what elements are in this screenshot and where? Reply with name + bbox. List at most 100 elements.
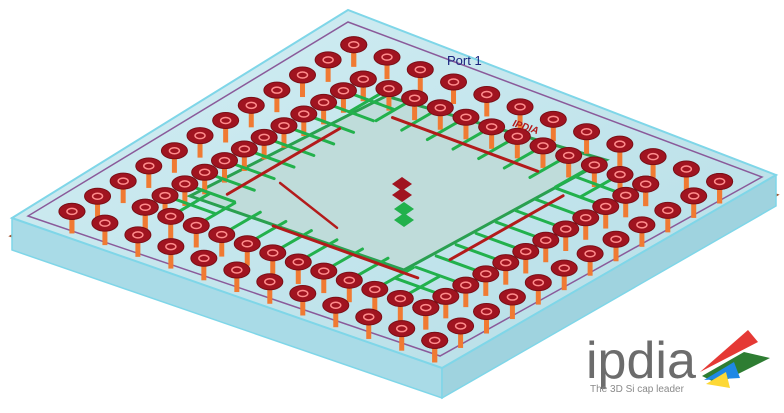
bond-pad (506, 98, 534, 116)
via-post (351, 44, 357, 67)
bond-pad (472, 265, 500, 283)
via-post (412, 98, 418, 121)
pad-ring (558, 264, 570, 272)
via-post (346, 280, 352, 303)
via-post (325, 59, 331, 82)
via-post (321, 271, 327, 294)
via-post (300, 293, 306, 316)
via-post (417, 69, 423, 92)
pad-ring (440, 292, 452, 301)
pad-ring (447, 78, 460, 86)
pad-ring (414, 65, 427, 74)
pad-ring (267, 249, 279, 257)
bond-pad (532, 231, 560, 249)
bond-pad (632, 175, 660, 193)
via-post (219, 234, 225, 257)
via-post (171, 150, 177, 173)
pad-ring (579, 214, 592, 222)
bond-pad (672, 160, 700, 178)
pad-ring (647, 152, 659, 161)
pad-ring (99, 219, 111, 227)
via-post (248, 105, 254, 128)
pad-ring (713, 177, 726, 186)
bond-pad (628, 216, 656, 234)
pad-ring (460, 281, 472, 289)
pad-ring (485, 123, 498, 131)
bond-pad (91, 214, 119, 232)
via-post (517, 106, 523, 129)
bond-pad (135, 157, 163, 175)
brand-logo: ipdia The 3D Si cap leader (586, 330, 770, 395)
via-post (617, 144, 623, 167)
via-post (691, 195, 697, 218)
bond-pad (498, 288, 526, 306)
pad-ring (165, 242, 177, 251)
via-post (321, 102, 327, 125)
via-post (333, 305, 339, 328)
bond-pad (157, 238, 185, 256)
pad-ring (511, 132, 524, 141)
marker-green-2 (394, 213, 414, 227)
brand-swoosh-icon (700, 330, 770, 388)
via-post (443, 296, 449, 319)
pad-ring (278, 121, 290, 130)
pad-ring (318, 267, 330, 275)
via-post (563, 229, 569, 252)
via-post (535, 282, 541, 305)
via-post (261, 137, 267, 160)
pad-ring (599, 202, 612, 211)
bond-pad (151, 187, 179, 205)
signal-trace (271, 224, 420, 280)
bond-pad (208, 226, 236, 244)
via-post (301, 114, 307, 137)
pad-ring (347, 40, 360, 49)
pad-ring (614, 170, 626, 179)
pad-ring (66, 207, 78, 216)
bond-pad (503, 127, 531, 145)
via-post (168, 216, 174, 239)
via-post (566, 155, 572, 178)
bond-pad (186, 127, 214, 145)
pad-ring (164, 212, 177, 221)
bond-pad (478, 118, 506, 136)
via-group (69, 44, 723, 363)
bond-pad (452, 276, 480, 294)
via-post (197, 135, 203, 158)
via-post (274, 90, 280, 113)
bond-pad (310, 262, 338, 280)
via-post (437, 107, 443, 130)
via-post (509, 297, 515, 320)
bond-pad (440, 73, 468, 91)
via-post (162, 195, 168, 218)
via-post (386, 88, 392, 111)
bond-pad (529, 137, 557, 155)
pad-ring (264, 278, 276, 286)
bond-pad (237, 96, 265, 114)
via-post (146, 165, 152, 188)
bond-pad (552, 220, 580, 238)
via-post (543, 240, 549, 263)
via-post (182, 183, 188, 206)
via-post (135, 234, 141, 257)
bond-pad (576, 245, 604, 263)
bond-pad (263, 81, 291, 99)
via-post (95, 196, 101, 219)
bond-pad (109, 172, 137, 190)
pad-ring (337, 87, 350, 95)
via-post (484, 94, 490, 117)
pad-ring (580, 127, 593, 136)
via-post (360, 79, 366, 102)
port-label: Port 1 (447, 53, 482, 68)
pad-ring (91, 192, 104, 200)
via-post (423, 307, 429, 330)
pad-ring (619, 191, 632, 200)
bond-pad (171, 175, 199, 193)
bond-pad (290, 105, 318, 123)
bond-pad (602, 230, 630, 248)
bond-pad (550, 259, 578, 277)
pad-ring (532, 278, 545, 287)
bond-pad (335, 271, 363, 289)
via-post (223, 120, 229, 143)
pad-ring (636, 221, 648, 229)
pad-ring (434, 103, 447, 112)
